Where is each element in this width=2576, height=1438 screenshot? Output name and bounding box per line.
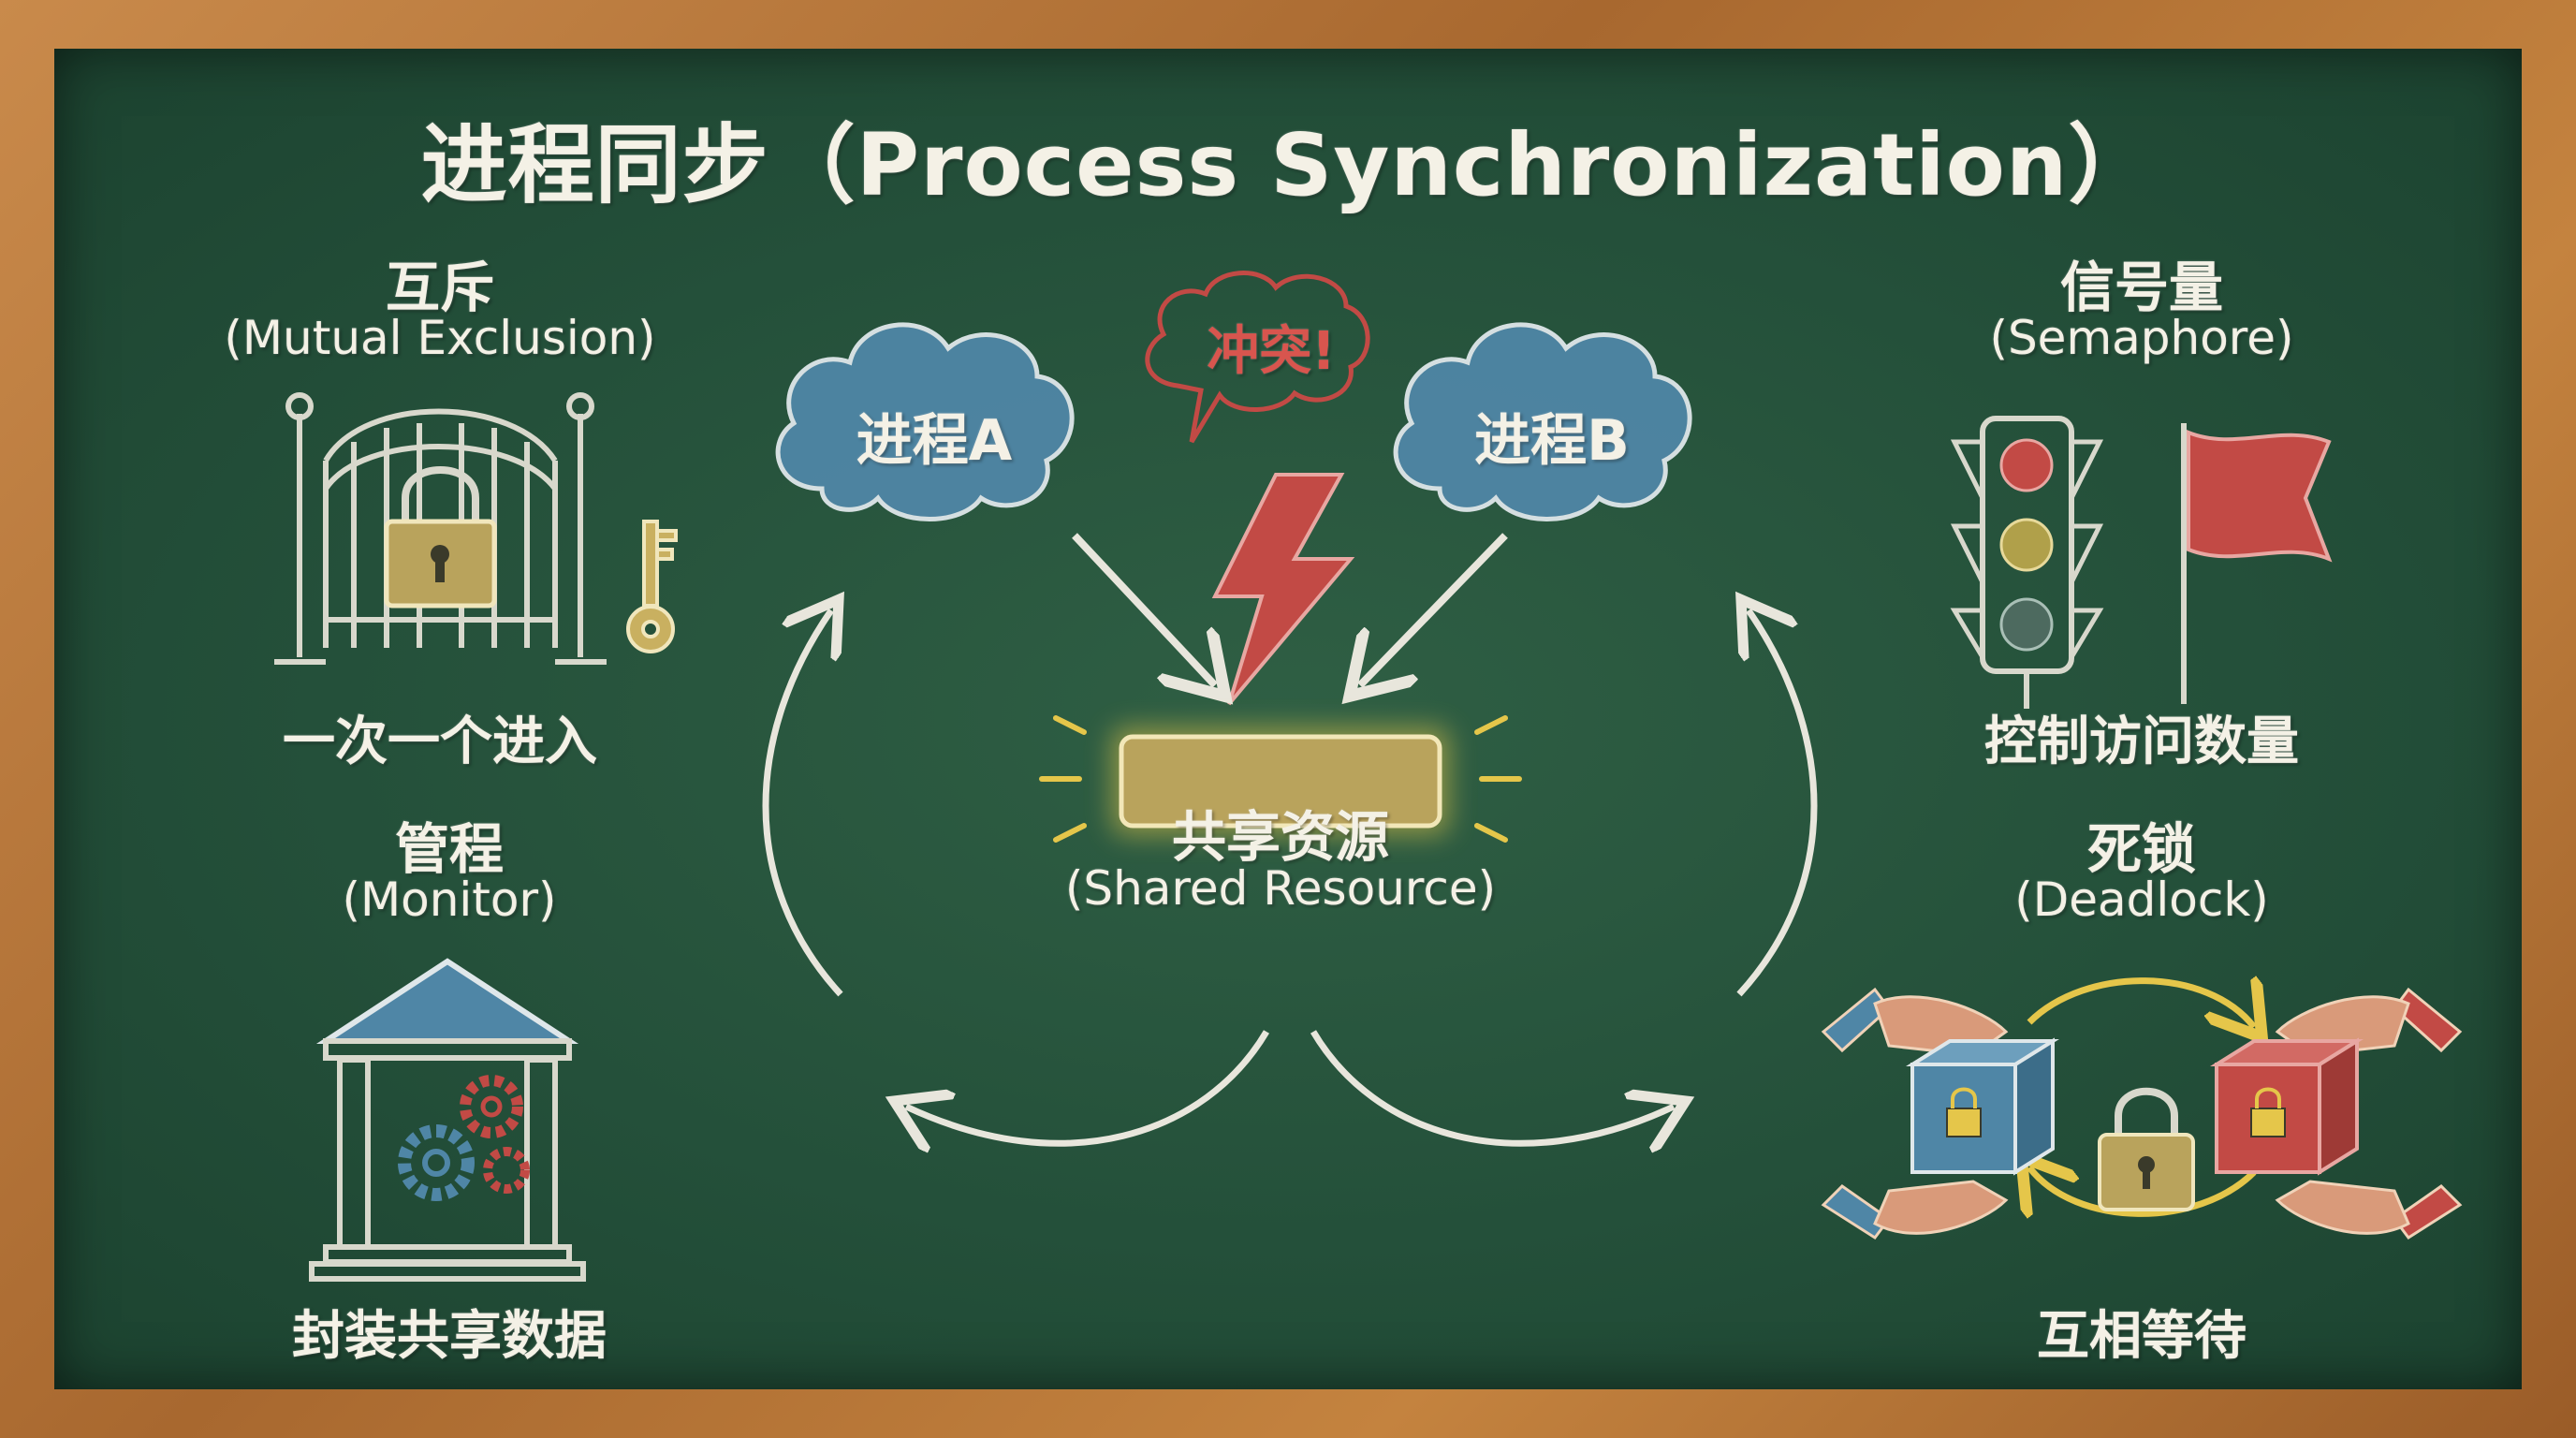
cycle-arrows [762, 610, 1818, 1143]
locked-box-blue-icon [1906, 1037, 2059, 1176]
arrow-b-to-resource [1360, 533, 1508, 685]
diagram-canvas [274, 271, 2463, 1282]
padlock-icon [384, 466, 497, 609]
gears-icon [398, 1075, 530, 1201]
semaphore-subtitle: (Semaphore) [1989, 311, 2294, 365]
monitor-caption: 封装共享数据 [292, 1306, 607, 1367]
deadlock-subtitle: (Deadlock) [2014, 873, 2269, 927]
monitor-title: 管程 [394, 817, 504, 881]
building-icon [309, 958, 586, 1282]
chalkboard: 进程同步（Process Synchronization） 进程A 进程B 冲突… [54, 49, 2522, 1389]
shared-resource-zh: 共享资源 [1171, 805, 1389, 869]
deadlock-caption: 互相等待 [2037, 1306, 2247, 1367]
padlock-center-icon [2098, 1087, 2195, 1211]
conflict-bubble-icon [1145, 271, 1370, 444]
shared-resource-box [1119, 734, 1442, 829]
process-b-cloud-icon [1393, 322, 1692, 521]
mutex-subtitle: (Mutual Exclusion) [224, 311, 656, 365]
page-title: 进程同步（Process Synchronization） [420, 115, 2156, 215]
conflict-label: 冲突! [1207, 321, 1336, 382]
shared-resource-en: (Shared Resource) [1064, 861, 1497, 916]
locked-box-red-icon [2210, 1037, 2364, 1176]
traffic-light-icon [1950, 416, 2104, 709]
semaphore-caption: 控制访问数量 [1984, 712, 2299, 772]
key-icon [626, 520, 678, 653]
process-b-label: 进程B [1474, 408, 1630, 474]
flag-icon [2181, 423, 2333, 704]
lightning-icon [1211, 473, 1355, 706]
monitor-subtitle: (Monitor) [342, 873, 557, 927]
glow-rays [1039, 715, 1522, 843]
mutex-title: 互斥 [385, 256, 494, 319]
process-a-cloud-icon [775, 322, 1075, 521]
semaphore-title: 信号量 [2059, 256, 2223, 319]
mutex-caption: 一次一个进入 [283, 712, 597, 772]
cycle-arrows-icon [2029, 981, 2254, 1214]
arrow-a-to-resource [1072, 533, 1215, 685]
process-a-label: 进程A [856, 408, 1013, 474]
hands-icon [1821, 987, 2463, 1240]
deadlock-title: 死锁 [2086, 817, 2196, 881]
